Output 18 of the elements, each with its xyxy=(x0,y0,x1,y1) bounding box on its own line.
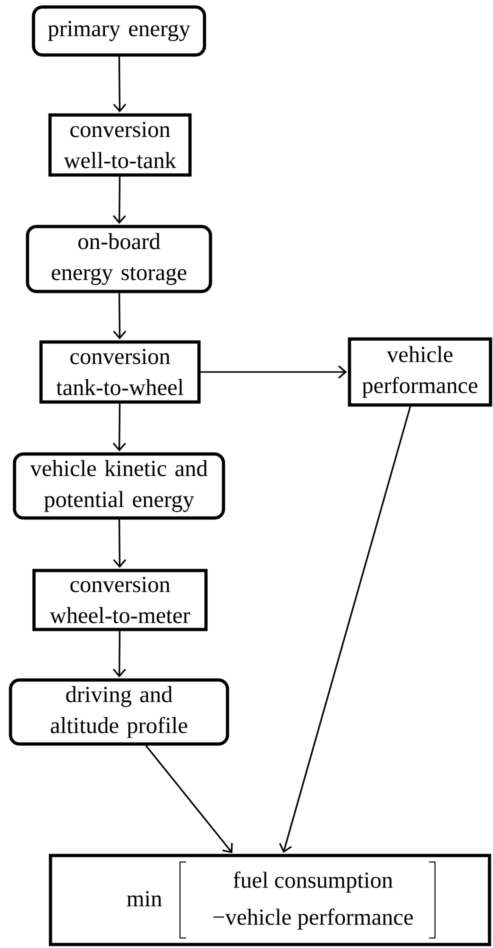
process-box: primary energy xyxy=(32,5,206,57)
arrow xyxy=(145,745,233,854)
process-box: conversion tank-to-wheel xyxy=(39,340,201,404)
process-box: on-board energy storage xyxy=(26,224,212,294)
arrow xyxy=(112,176,126,224)
process-box: conversion well-to-tank xyxy=(48,113,192,177)
arrow xyxy=(279,406,412,853)
arrow xyxy=(112,404,126,452)
arrow xyxy=(113,293,126,340)
arrow xyxy=(113,520,126,568)
process-box: vehicle kinetic and potential energy xyxy=(12,452,226,520)
objective-box: min fuel consumption −vehicle performance xyxy=(48,854,492,946)
process-box: driving and altitude profile xyxy=(8,678,230,746)
arrow xyxy=(112,631,126,678)
process-box: vehicle performance xyxy=(348,337,492,407)
arrow xyxy=(113,56,126,112)
arrow xyxy=(200,365,347,379)
process-box: conversion wheel-to-meter xyxy=(32,568,208,632)
